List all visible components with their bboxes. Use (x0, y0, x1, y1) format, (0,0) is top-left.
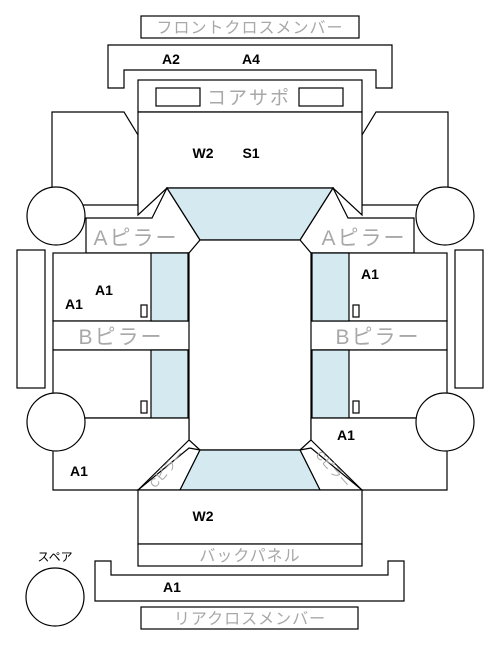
front-member-bracket[interactable] (107, 44, 393, 89)
rear-window-left[interactable] (150, 349, 189, 419)
front-wheel-right[interactable] (415, 186, 475, 246)
core-support-box[interactable] (137, 79, 363, 113)
front-fender-right[interactable] (361, 111, 449, 206)
rear-cross-member-label: リアクロスメンバー (174, 610, 326, 628)
front-window-right[interactable] (311, 252, 350, 322)
rear-door-right-handle[interactable] (352, 400, 360, 414)
rear-wheel-right[interactable] (415, 392, 475, 452)
rear-quarter-left-code: A1 (70, 463, 88, 479)
rear-cross-member-box[interactable] (140, 606, 359, 630)
front-member-code-right: A4 (242, 51, 260, 67)
front-window-left[interactable] (150, 252, 189, 322)
front-door-left-code-lower: A1 (65, 296, 83, 312)
back-panel-box[interactable] (137, 543, 363, 567)
rear-member-code: A1 (163, 579, 181, 595)
a-pillar-right-label: Aピラー (321, 227, 406, 250)
b-pillar-left-label: Bピラー (78, 326, 163, 349)
rear-window[interactable] (179, 449, 321, 491)
spare-tire[interactable] (25, 567, 85, 627)
rear-door-right-code: A1 (337, 427, 355, 443)
headlight-left[interactable] (155, 87, 201, 107)
front-member-code-left: A2 (162, 51, 180, 67)
rear-member-bracket[interactable] (94, 560, 405, 602)
front-door-right-code: A1 (361, 266, 379, 282)
a-pillar-left-label: Aピラー (93, 227, 178, 250)
headlight-right[interactable] (298, 87, 344, 107)
trunk-code: W2 (193, 508, 214, 524)
rear-door-left-handle[interactable] (140, 400, 148, 414)
hood-code-right: S1 (242, 145, 259, 161)
front-door-right-handle[interactable] (352, 304, 360, 318)
rear-wheel-left[interactable] (26, 392, 86, 452)
front-cross-member-label: フロントクロスメンバー (156, 19, 343, 37)
b-pillar-left[interactable] (52, 320, 191, 351)
side-step-right[interactable] (454, 249, 484, 389)
rear-quarter-right[interactable] (310, 417, 448, 491)
front-door-left-handle[interactable] (140, 304, 148, 318)
back-panel-label: バックパネル (199, 547, 300, 565)
roof-panel[interactable] (188, 239, 312, 451)
core-support-label: コアサポ (207, 87, 291, 109)
rear-quarter-left[interactable] (52, 417, 190, 491)
front-wheel-left[interactable] (26, 186, 86, 246)
b-pillar-right-label: Bピラー (335, 326, 420, 349)
spare-label: スペア (37, 550, 72, 564)
front-door-left-code-upper: A1 (95, 282, 113, 298)
front-cross-member-box[interactable] (140, 15, 360, 39)
hood-code-left: W2 (193, 145, 214, 161)
side-step-left[interactable] (16, 249, 46, 389)
trunk-lid[interactable] (137, 489, 363, 545)
rear-window-right[interactable] (311, 349, 350, 419)
